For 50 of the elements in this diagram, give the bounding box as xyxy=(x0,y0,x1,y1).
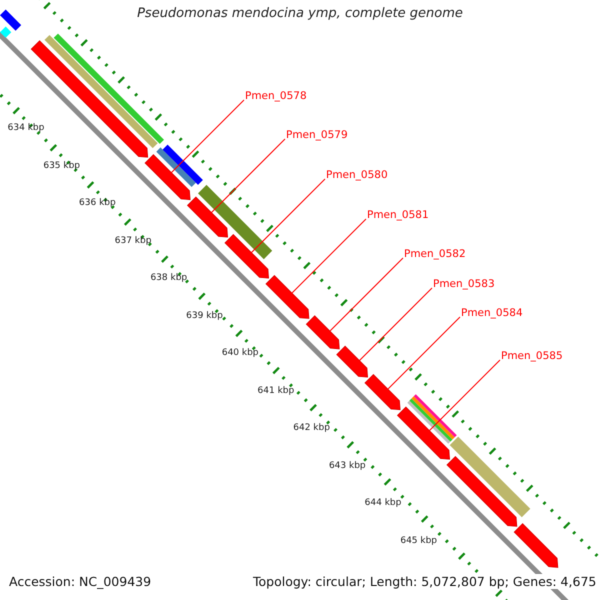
feature-bar xyxy=(44,35,158,148)
feature-bar xyxy=(0,10,22,31)
diagram-title: Pseudomonas mendocina ymp, complete genome xyxy=(136,6,464,21)
gene-block xyxy=(514,523,558,568)
feature-bar xyxy=(0,26,12,38)
gene-label: Pmen_0581 xyxy=(367,209,429,221)
gene-block xyxy=(306,315,340,350)
leader-line xyxy=(292,218,366,294)
gene-block xyxy=(30,40,148,158)
gene-label: Pmen_0584 xyxy=(461,307,523,319)
gene-block xyxy=(336,346,368,378)
gene-block xyxy=(446,456,518,527)
feature-bar xyxy=(162,144,203,185)
gene-label: Pmen_0580 xyxy=(326,169,388,181)
leader-line xyxy=(211,138,286,213)
gene-block xyxy=(186,196,228,238)
leader-line xyxy=(359,288,432,361)
leader-line xyxy=(429,360,500,431)
gene-block xyxy=(224,234,270,279)
accession-text: Accession: NC_009439 xyxy=(9,574,152,589)
scale-label: 641 kbp xyxy=(256,386,296,396)
gene-label: Pmen_0578 xyxy=(245,90,307,102)
feature-bar xyxy=(156,147,196,187)
scale-label: 645 kbp xyxy=(399,536,438,546)
scale-label: 634 kbp xyxy=(6,123,46,133)
gene-block xyxy=(265,274,310,319)
feature-bar xyxy=(450,436,530,518)
leader-line xyxy=(330,258,404,332)
scale-label: 643 kbp xyxy=(328,460,367,470)
gene-label: Pmen_0579 xyxy=(286,129,348,141)
leader-line xyxy=(388,316,460,390)
gene-block xyxy=(144,154,191,200)
scale-label: 638 kbp xyxy=(149,273,188,283)
gene-label: Pmen_0585 xyxy=(501,350,563,362)
scale-label: 644 kbp xyxy=(364,498,402,508)
scale-label: 640 kbp xyxy=(220,348,260,358)
feature-bar xyxy=(54,34,164,144)
gene-label: Pmen_0583 xyxy=(433,278,495,290)
scale-label: 635 kbp xyxy=(42,160,82,170)
feature-bar xyxy=(198,184,272,260)
gene-label: Pmen_0582 xyxy=(404,248,466,260)
leader-line xyxy=(251,178,326,253)
genome-info-text: Topology: circular; Length: 5,072,807 bp; Genes: 4,675 xyxy=(253,574,596,589)
gene-block xyxy=(364,374,401,410)
scale-label: 636 kbp xyxy=(78,198,117,208)
scale-label: 637 kbp xyxy=(114,236,152,246)
gene-block xyxy=(396,406,450,460)
leader-line xyxy=(171,100,244,173)
scale-label: 642 kbp xyxy=(292,423,331,433)
scale-label: 639 kbp xyxy=(185,310,224,320)
